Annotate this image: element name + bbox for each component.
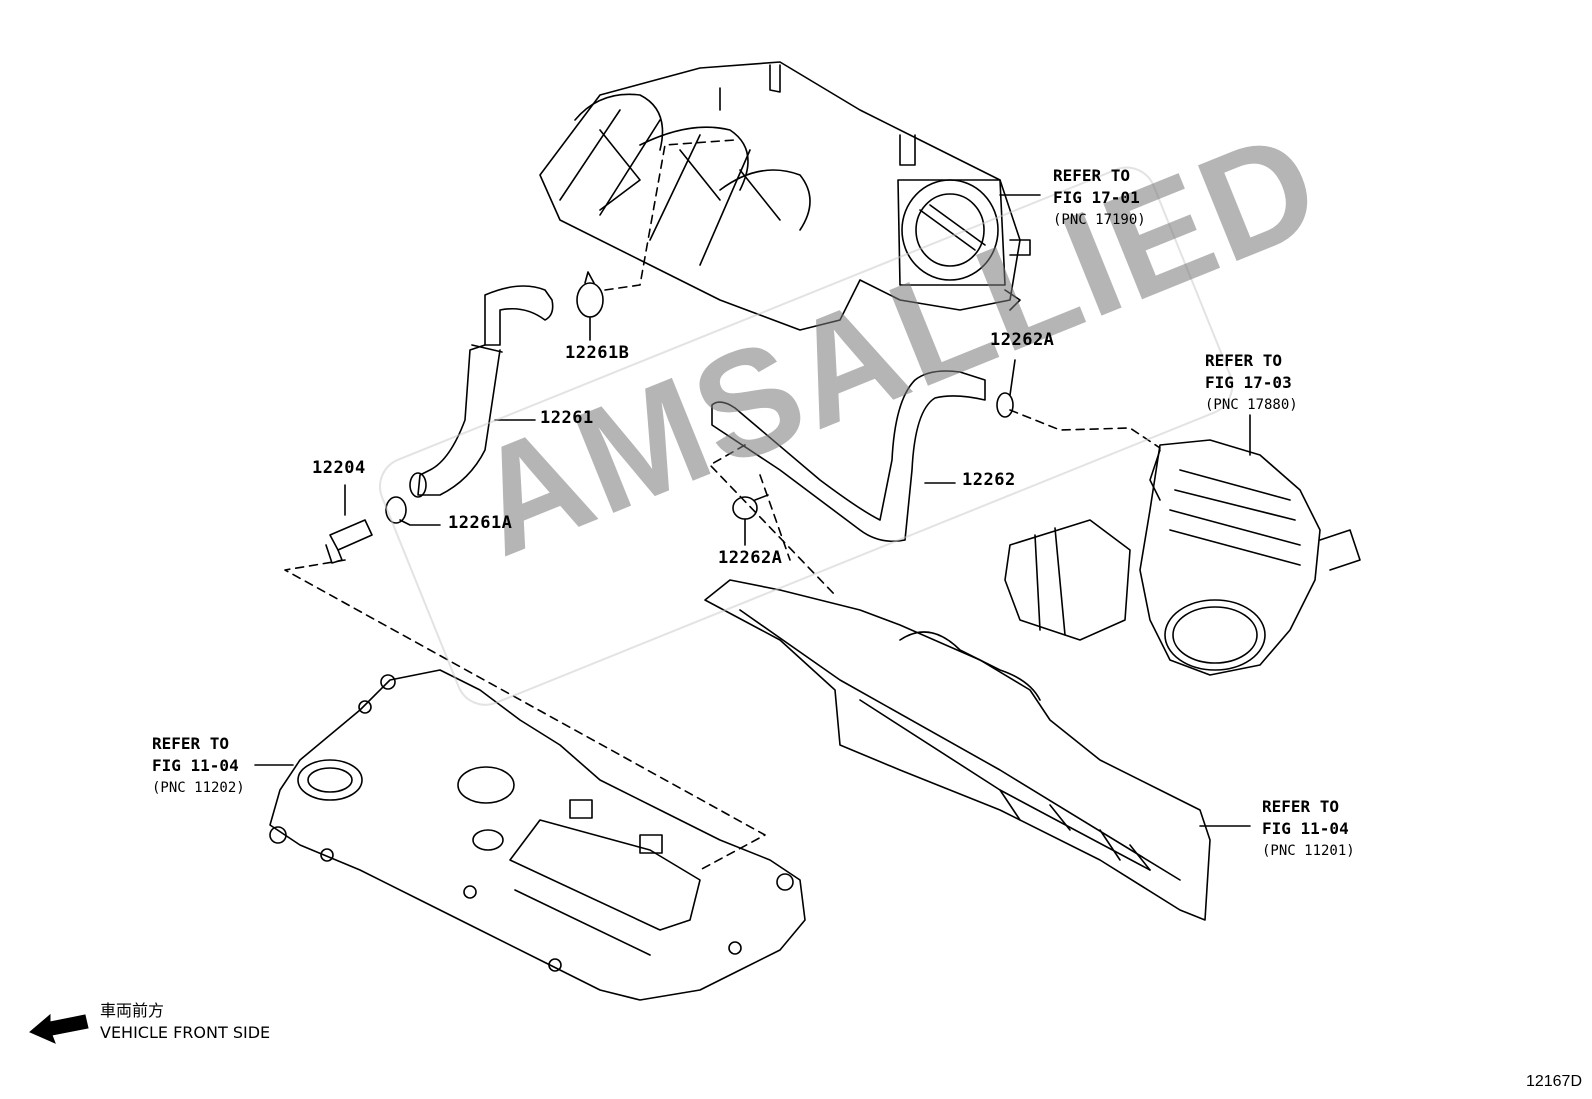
- refer-line1: REFER TO: [1262, 797, 1340, 816]
- figure-number: 12167D: [1525, 1073, 1582, 1090]
- refer-line1: REFER TO: [1053, 166, 1131, 185]
- intake-manifold: [539, 61, 1031, 331]
- refer-line2: FIG 11-04: [1262, 819, 1349, 838]
- refer-line2: FIG 11-04: [152, 756, 239, 775]
- direction-legend: 車両前方 VEHICLE FRONT SIDE: [100, 1000, 270, 1044]
- refer-line3: (PNC 17880): [1205, 397, 1298, 413]
- part-label-12262: 12262: [962, 470, 1016, 490]
- refer-line2: FIG 17-03: [1205, 373, 1292, 392]
- part-label-12204: 12204: [312, 458, 366, 478]
- refer-line1: REFER TO: [152, 734, 230, 753]
- refer-line3: (PNC 17190): [1053, 212, 1146, 228]
- part-label-12262A-top: 12262A: [990, 330, 1055, 350]
- refer-line2: FIG 17-01: [1053, 188, 1140, 207]
- part-label-12262A-bottom: 12262A: [718, 548, 783, 568]
- refer-line3: (PNC 11201): [1262, 843, 1355, 859]
- refer-block-17-03: REFER TO FIG 17-03 (PNC 17880): [1205, 350, 1298, 416]
- refer-line3: (PNC 11202): [152, 780, 245, 796]
- clamp-12262A-top: [996, 359, 1016, 418]
- clamp-12262A-bottom: [732, 494, 769, 546]
- clamp-12261A: [385, 496, 441, 526]
- direction-english: VEHICLE FRONT SIDE: [100, 1023, 271, 1042]
- direction-japanese: 車両前方: [100, 1001, 165, 1020]
- refer-block-11-04-11202: REFER TO FIG 11-04 (PNC 11202): [152, 733, 245, 799]
- front-direction-arrow-icon: [29, 1013, 89, 1044]
- refer-block-11-04-11201: REFER TO FIG 11-04 (PNC 11201): [1262, 796, 1355, 862]
- hose-12261: [409, 285, 554, 498]
- part-label-12261: 12261: [540, 408, 594, 428]
- dashed-lines: [284, 139, 1161, 871]
- cylinder-head-cover-right: [704, 579, 1211, 921]
- cylinder-head-cover-left: [269, 669, 806, 1001]
- refer-line1: REFER TO: [1205, 351, 1283, 370]
- hose-12262: [711, 370, 986, 543]
- air-intake-pipe: [1004, 439, 1361, 676]
- leader-lines: [254, 194, 1251, 827]
- part-label-12261A: 12261A: [448, 513, 513, 533]
- pcv-valve-12204: [325, 484, 373, 564]
- clamp-12261B: [576, 271, 604, 341]
- part-label-12261B: 12261B: [565, 343, 630, 363]
- refer-block-17-01: REFER TO FIG 17-01 (PNC 17190): [1053, 165, 1146, 231]
